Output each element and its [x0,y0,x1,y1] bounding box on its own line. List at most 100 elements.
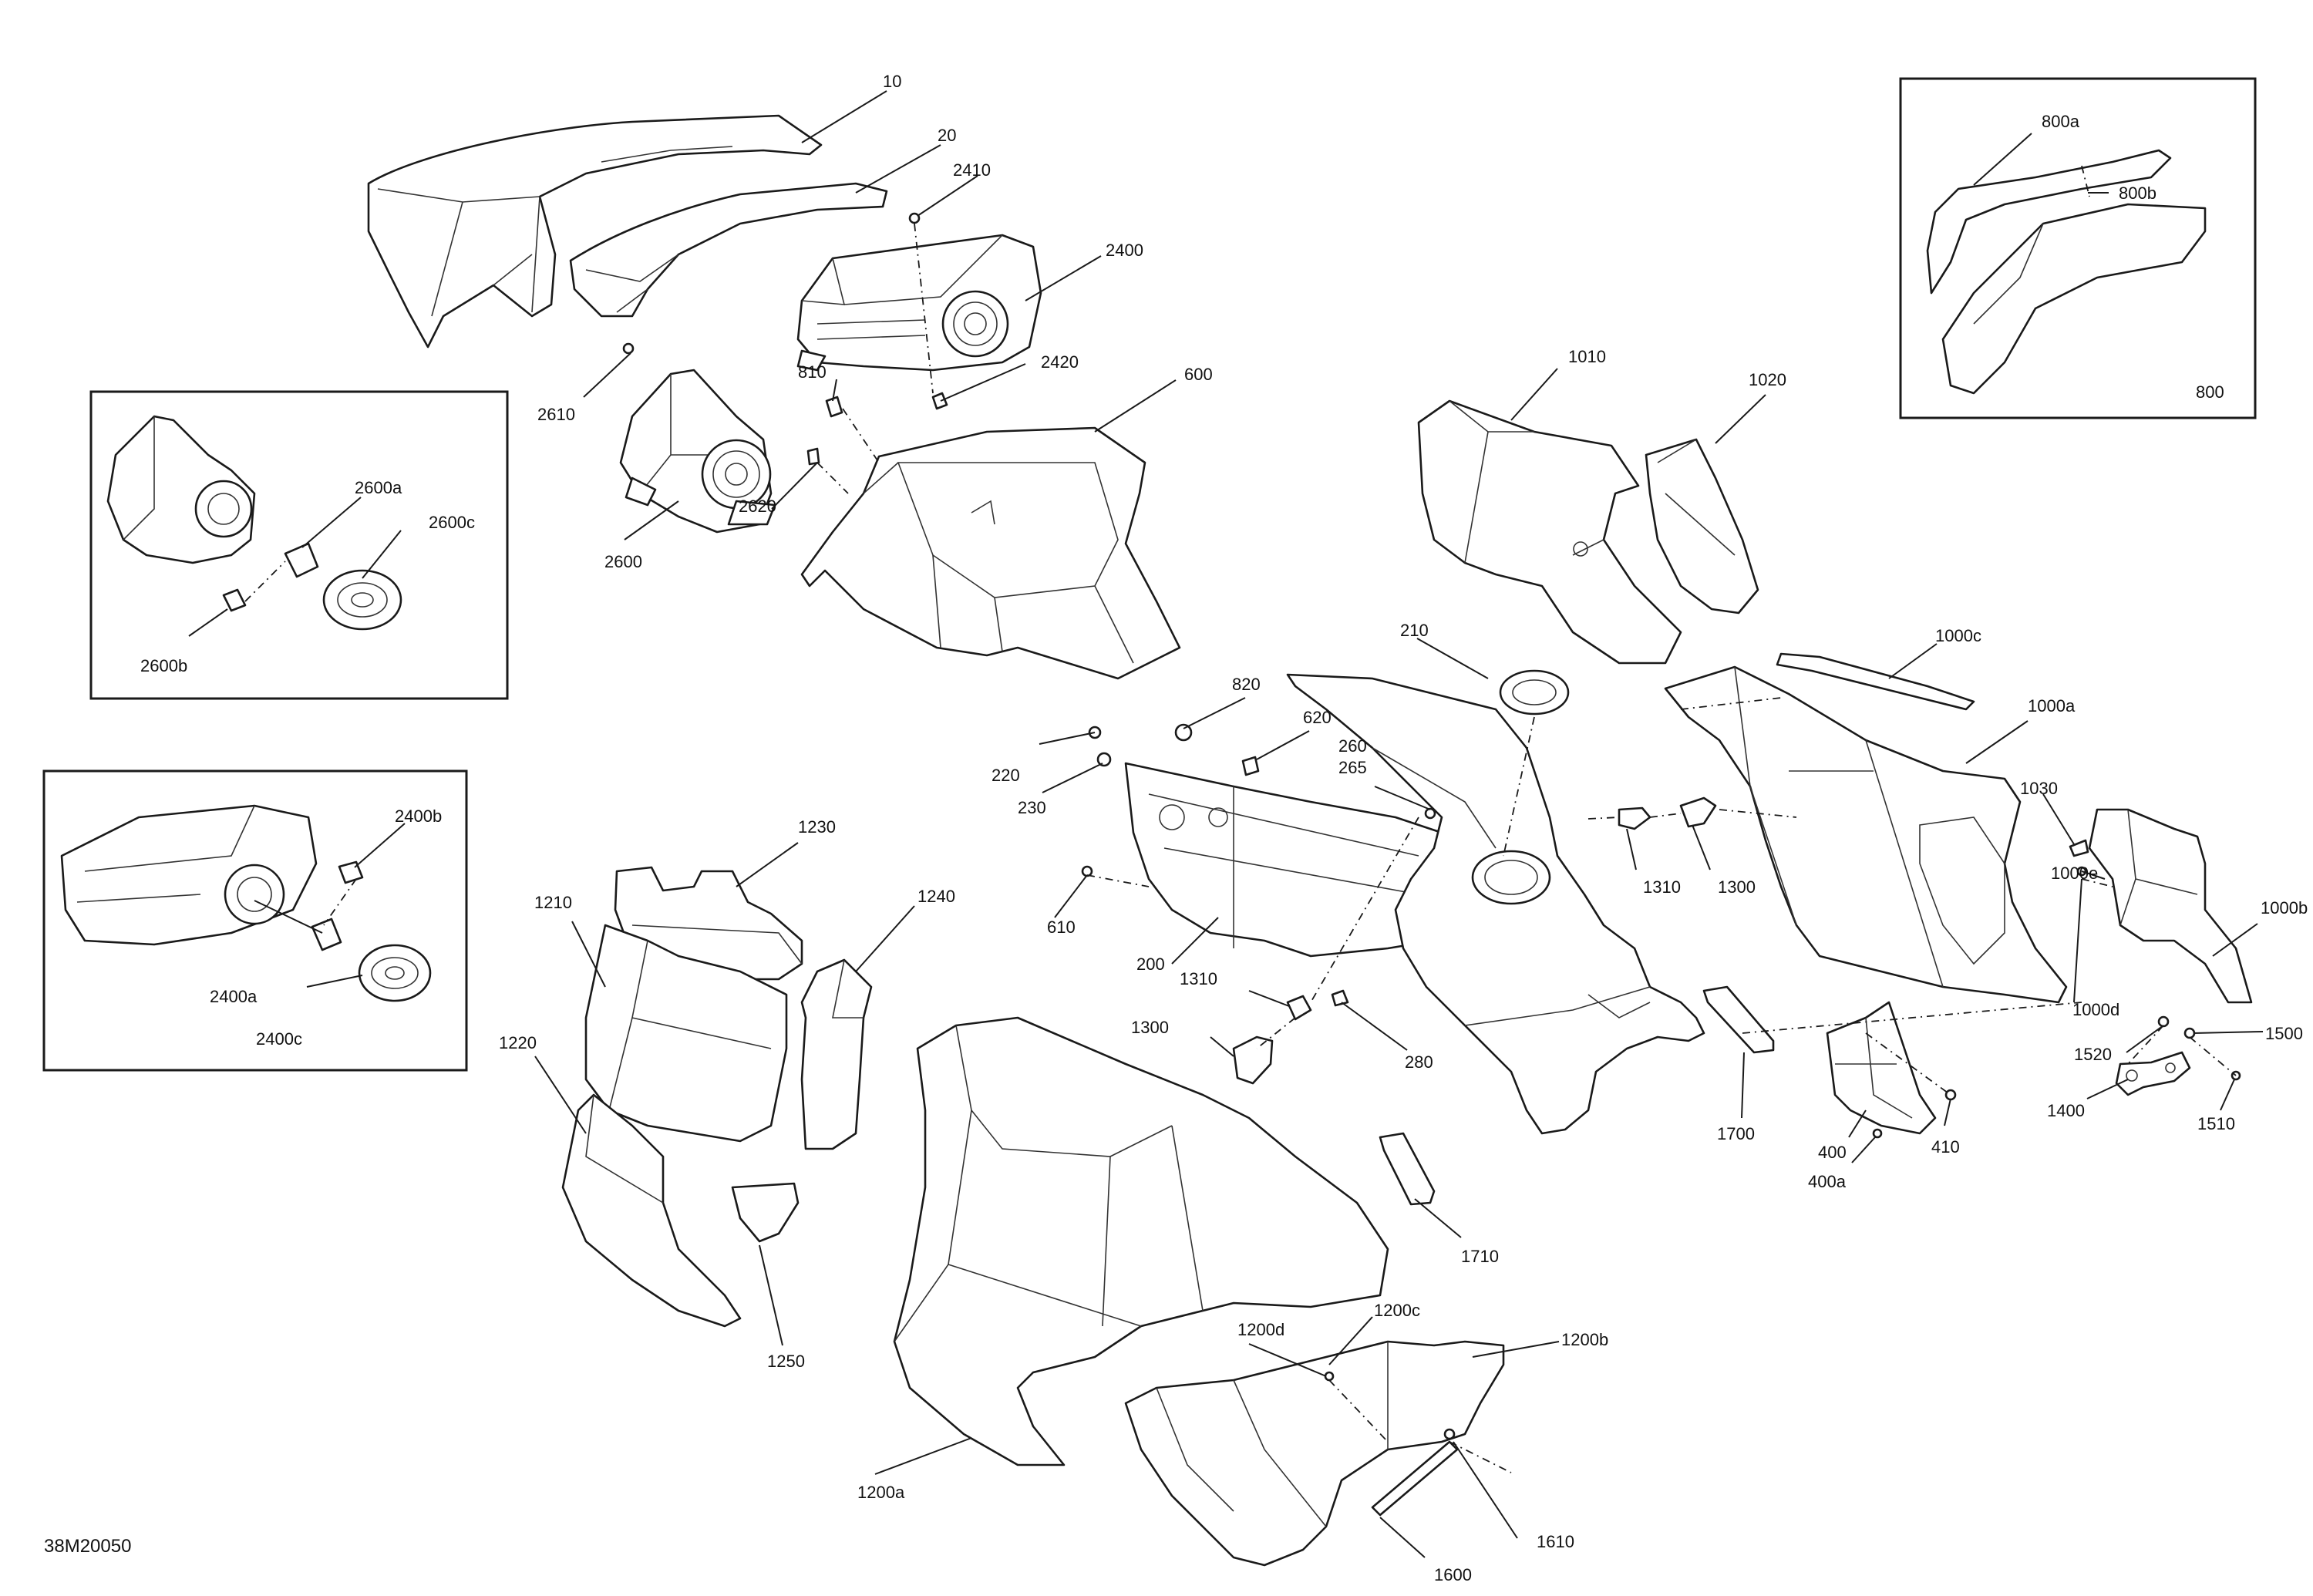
callout-1020: 1020 [1749,370,1786,389]
callout-1010: 1010 [1568,347,1606,366]
callout-2610: 2610 [537,405,575,424]
part-1250-panel [731,1182,800,1243]
callout-2400c: 2400c [256,1029,302,1049]
part-1210-panel [584,924,788,1143]
part-1710-plate [1379,1132,1436,1206]
callout-400: 400 [1818,1143,1847,1162]
callout-2600a: 2600a [355,478,402,497]
callout-20: 20 [938,126,956,145]
callout-260: 260 [1338,736,1367,756]
callout-1200a: 1200a [857,1483,905,1502]
callout-800a: 800a [2042,112,2080,131]
part-1400-bracket [2115,1051,2191,1096]
part-400-vent [1826,1001,1937,1135]
part-1600-rod [1371,1440,1459,1517]
callout-1520: 1520 [2074,1045,2112,1064]
callout-2400: 2400 [1106,241,1143,260]
callout-1500: 1500 [2265,1024,2303,1043]
part-1010-side-panel [1417,399,1682,665]
part-1700-plate [1702,985,1775,1054]
callout-230: 230 [1018,798,1046,817]
callout-10: 10 [883,72,901,91]
part-1310-clip-upper [1618,806,1651,830]
part-1020-side-panel [1645,438,1759,614]
callout-1000a: 1000a [2028,696,2076,716]
callout-2600b: 2600b [140,656,187,675]
part-210-cap-ring [1499,669,1570,716]
callout-1000e: 1000e [2051,864,2098,883]
assembly-lines [244,165,2237,1473]
part-2400-headlight-right [796,234,1042,372]
callout-1200b: 1200b [1561,1330,1608,1349]
callout-1710: 1710 [1461,1247,1499,1266]
callout-400a: 400a [1808,1172,1847,1191]
part-800b-lower-trim [1941,203,2207,395]
callout-265: 265 [1338,758,1367,777]
callout-1000d: 1000d [2072,1000,2119,1019]
part-210-upper-console [1286,673,1705,1135]
callout-1000c: 1000c [1935,626,1981,645]
part-1220-panel [561,1093,742,1328]
callout-1220: 1220 [499,1033,537,1052]
inset-2600-headlight-assembly [106,415,256,564]
callout-1300-upper: 1300 [1718,877,1756,897]
callout-820: 820 [1232,675,1261,694]
inset-2400a-bulb [311,918,342,951]
inset-2600a-bulb [284,542,319,578]
inset-panel-800 [1899,77,2257,419]
callout-2410: 2410 [953,160,991,180]
part-600-instrument-housing [800,426,1181,680]
inset-2600c-bezel [322,569,402,631]
callout-620: 620 [1303,708,1332,727]
part-1200a-lower-fairing [893,1016,1389,1466]
part-1000b-duct [2088,808,2253,1004]
callout-1300-lower: 1300 [1131,1018,1169,1037]
leader-lines [188,90,2264,1558]
part-200-console-body [1124,762,1451,958]
part-1240-panel [800,958,873,1150]
callout-1030: 1030 [2020,779,2058,798]
callout-2400b: 2400b [395,806,442,826]
callout-labels: 10 20 2410 2400 2420 810 600 2610 2600 2… [140,72,2308,1584]
callout-2420: 2420 [1041,352,1079,372]
callout-810: 810 [798,362,827,382]
part-1000c-fairing-trim [1776,652,1975,711]
inset-headlight-2600 [89,390,509,700]
callout-1230: 1230 [798,817,836,837]
inset-2600b-socket [222,588,247,612]
callout-1400: 1400 [2047,1101,2085,1120]
callout-210: 210 [1400,621,1429,640]
callout-1240: 1240 [917,887,955,906]
inset-headlight-2400 [42,769,468,1072]
callout-1210: 1210 [534,893,572,912]
part-2600-headlight-left [619,369,776,534]
part-1300-connector-upper [1679,796,1717,828]
part-1300-connector-lower [1232,1035,1274,1085]
callout-800b: 800b [2119,184,2156,203]
callout-1200c: 1200c [1374,1301,1420,1320]
part-1000a-right-fairing [1664,665,2068,1004]
callout-1510: 1510 [2197,1114,2235,1133]
callout-200: 200 [1136,955,1165,974]
callout-800: 800 [2196,382,2224,402]
callout-1610: 1610 [1537,1532,1574,1551]
callout-1700: 1700 [1717,1124,1755,1143]
inset-2400b-socket [338,860,364,884]
callout-1000b: 1000b [2261,898,2308,918]
part-800a-upper-trim [1926,149,2172,295]
callout-600: 600 [1184,365,1213,384]
inset-2400c-bezel [358,944,432,1002]
part-10-upper-nose [367,114,823,348]
part-1310-clip-lower [1286,995,1312,1021]
callout-610: 610 [1047,918,1076,937]
callout-2600: 2600 [604,552,642,571]
callout-2620: 2620 [739,497,776,516]
drawing-reference-code: 38M20050 [44,1536,131,1557]
callout-1310-lower: 1310 [1180,969,1217,988]
callout-1250: 1250 [767,1352,805,1371]
callout-1310-upper: 1310 [1643,877,1681,897]
callout-1600: 1600 [1434,1565,1472,1584]
callout-220: 220 [992,766,1020,785]
callout-280: 280 [1405,1052,1433,1072]
